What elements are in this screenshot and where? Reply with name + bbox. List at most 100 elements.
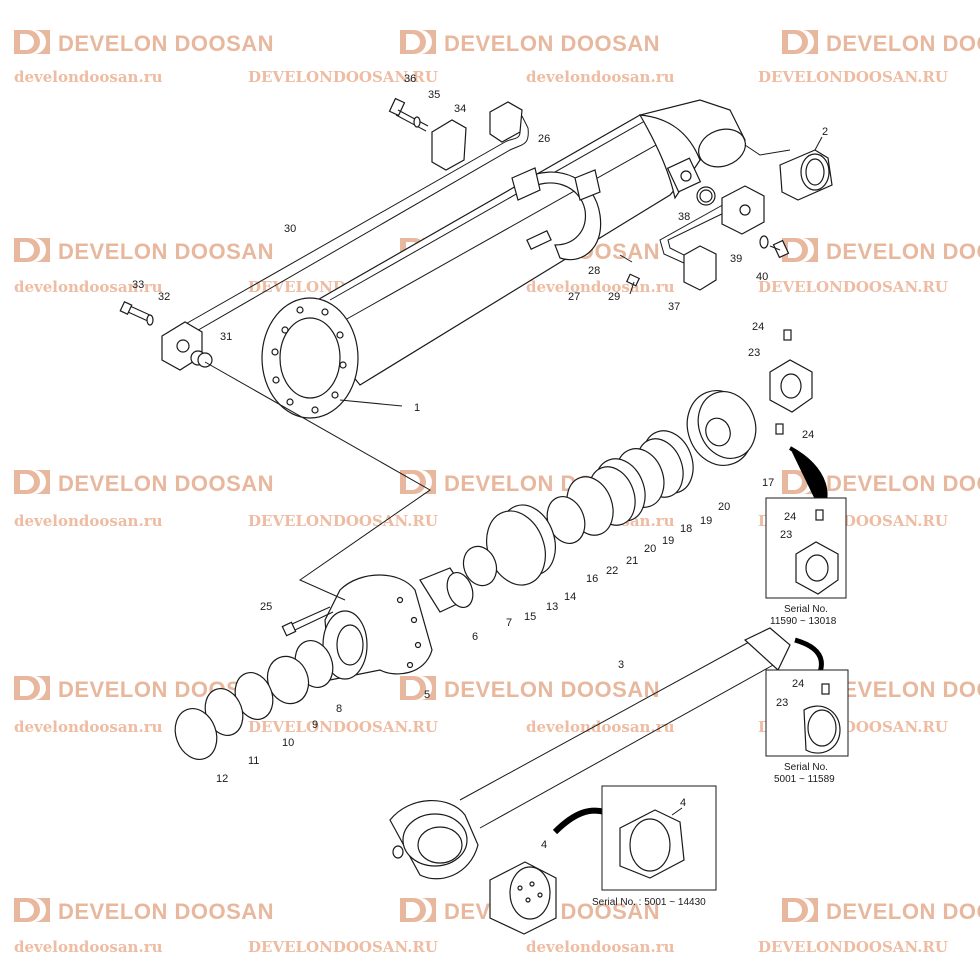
leader-lines bbox=[204, 136, 823, 601]
callout-39: 39 bbox=[730, 253, 742, 265]
callout-17: 17 bbox=[762, 477, 774, 489]
callout-13: 13 bbox=[546, 601, 558, 613]
svg-text:DEVELON DOOSAN: DEVELON DOOSAN bbox=[58, 899, 274, 924]
watermark-logo: DEVELON DOOSAN bbox=[400, 676, 660, 702]
serial-range: 11590 ~ 13018 bbox=[770, 616, 837, 627]
piston-nut bbox=[769, 329, 813, 435]
serial-range: Serial No. : 5001 ~ 14430 bbox=[592, 897, 706, 908]
callout-6: 6 bbox=[472, 631, 478, 643]
callout-21: 21 bbox=[626, 555, 638, 567]
callout-9: 9 bbox=[312, 719, 318, 731]
serial-range: 5001 ~ 11589 bbox=[774, 774, 835, 785]
watermark-url: DEVELONDOOSAN.RU bbox=[758, 68, 948, 86]
callout-5: 5 bbox=[424, 689, 430, 701]
callout-40: 40 bbox=[756, 271, 768, 283]
watermark-url: develondoosan.ru bbox=[526, 278, 675, 296]
svg-text:DEVELON DOOSAN: DEVELON DOOSAN bbox=[826, 899, 980, 924]
callout-20: 20 bbox=[644, 543, 656, 555]
watermark-layer: DEVELON DOOSAN DEVELON DOOSAN DEVELON DO… bbox=[14, 30, 980, 956]
callout-23: 23 bbox=[780, 529, 792, 541]
watermark-url: DEVELONDOOSAN.RU bbox=[248, 718, 438, 736]
watermark-url: develondoosan.ru bbox=[14, 718, 163, 736]
svg-text:DEVELON DOOSAN: DEVELON DOOSAN bbox=[826, 471, 980, 496]
watermark-logo: DEVELON DOOSAN bbox=[14, 238, 274, 264]
callout-23: 23 bbox=[776, 697, 788, 709]
serial-label: Serial No. bbox=[784, 604, 828, 615]
callout-37: 37 bbox=[668, 301, 680, 313]
callout-1: 1 bbox=[414, 402, 420, 414]
callout-19: 19 bbox=[700, 515, 712, 527]
watermark-url: develondoosan.ru bbox=[14, 68, 163, 86]
watermark-logo: DEVELON DOOSAN bbox=[782, 898, 980, 924]
callout-24: 24 bbox=[802, 429, 814, 441]
callout-7: 7 bbox=[506, 617, 512, 629]
rod-cover bbox=[322, 574, 433, 681]
callout-12: 12 bbox=[216, 773, 228, 785]
callout-20: 20 bbox=[718, 501, 730, 513]
inset-nut-11590: 24 23 bbox=[765, 497, 847, 599]
callout-38: 38 bbox=[678, 211, 690, 223]
callout-24: 24 bbox=[784, 511, 796, 523]
watermark-url: DEVELONDOOSAN.RU bbox=[758, 938, 948, 956]
rod-seals bbox=[174, 640, 334, 760]
svg-text:DEVELON DOOSAN: DEVELON DOOSAN bbox=[826, 31, 980, 56]
watermark-url: DEVELONDOOSAN.RU bbox=[248, 938, 438, 956]
watermark-logo: DEVELON DOOSAN bbox=[782, 238, 980, 264]
watermark-url: develondoosan.ru bbox=[526, 68, 675, 86]
callout-27: 27 bbox=[568, 291, 580, 303]
svg-text:DEVELON DOOSAN: DEVELON DOOSAN bbox=[826, 677, 980, 702]
callout-3: 3 bbox=[618, 659, 624, 671]
watermark-url: DEVELONDOOSAN.RU bbox=[758, 278, 948, 296]
watermark-logo: DEVELON DOOSAN bbox=[400, 30, 660, 56]
pipe-assembly bbox=[119, 97, 790, 371]
callout-labels: 1 2 3 4 5 6 7 8 9 10 11 12 13 14 15 16 1… bbox=[132, 73, 828, 851]
svg-text:DEVELON DOOSAN: DEVELON DOOSAN bbox=[444, 677, 660, 702]
bushing-top bbox=[779, 149, 833, 201]
watermark-url: DEVELONDOOSAN.RU bbox=[248, 512, 438, 530]
callout-34: 34 bbox=[454, 103, 466, 115]
callout-24: 24 bbox=[752, 321, 764, 333]
callout-15: 15 bbox=[524, 611, 536, 623]
callout-2: 2 bbox=[822, 126, 828, 138]
callout-18: 18 bbox=[680, 523, 692, 535]
watermark-url: develondoosan.ru bbox=[14, 512, 163, 530]
callout-19: 19 bbox=[662, 535, 674, 547]
watermark-url: develondoosan.ru bbox=[526, 938, 675, 956]
callout-11: 11 bbox=[248, 755, 259, 767]
rod-bushing bbox=[489, 861, 557, 935]
callout-4: 4 bbox=[680, 797, 686, 809]
watermark-logo: DEVELON DOOSAN bbox=[14, 898, 274, 924]
callout-4: 4 bbox=[541, 839, 547, 851]
inset-nut-5001: 24 23 bbox=[765, 669, 849, 757]
watermark-url: develondoosan.ru bbox=[14, 938, 163, 956]
callout-22: 22 bbox=[606, 565, 618, 577]
reference-arrow bbox=[552, 807, 606, 835]
inset-bushing: 4 bbox=[601, 785, 717, 891]
callout-36: 36 bbox=[404, 73, 416, 85]
svg-text:DEVELON DOOSAN: DEVELON DOOSAN bbox=[444, 31, 660, 56]
callout-23: 23 bbox=[748, 347, 760, 359]
callout-25: 25 bbox=[260, 601, 272, 613]
callout-26: 26 bbox=[538, 133, 550, 145]
callout-14: 14 bbox=[564, 591, 576, 603]
piston-rod bbox=[389, 627, 791, 880]
callout-28: 28 bbox=[588, 265, 600, 277]
bolt bbox=[281, 606, 334, 637]
watermark-logo: DEVELON DOOSAN bbox=[782, 30, 980, 56]
watermark-url: develondoosan.ru bbox=[526, 718, 675, 736]
callout-10: 10 bbox=[282, 737, 294, 749]
callout-33: 33 bbox=[132, 279, 144, 291]
piston-seals bbox=[419, 390, 757, 613]
callout-30: 30 bbox=[284, 223, 296, 235]
svg-text:DEVELON DOOSAN: DEVELON DOOSAN bbox=[58, 239, 274, 264]
callout-32: 32 bbox=[158, 291, 170, 303]
svg-text:DEVELON DOOSAN: DEVELON DOOSAN bbox=[58, 471, 274, 496]
callout-31: 31 bbox=[220, 331, 232, 343]
watermark-logo: DEVELON DOOSAN bbox=[14, 30, 274, 56]
callout-16: 16 bbox=[586, 573, 598, 585]
callout-24: 24 bbox=[792, 678, 804, 690]
watermark-url: DEVELONDOOSAN.RU bbox=[248, 68, 438, 86]
callout-35: 35 bbox=[428, 89, 440, 101]
watermark-logo: DEVELON DOOSAN bbox=[14, 470, 274, 496]
